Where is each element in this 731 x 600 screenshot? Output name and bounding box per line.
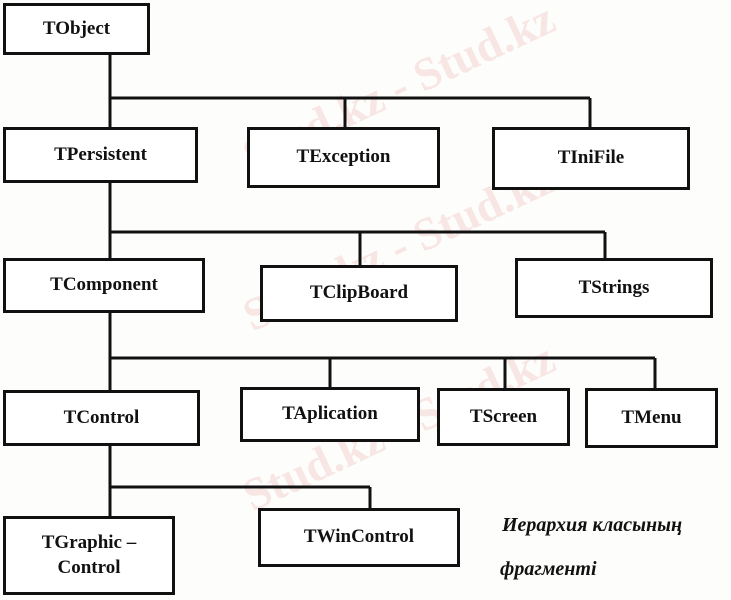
node-taplication: TAplication — [240, 387, 420, 442]
node-label: TGraphic – — [41, 531, 137, 553]
node-label: TIniFile — [557, 147, 625, 169]
node-twincontrol: TWinControl — [258, 508, 460, 567]
node-texception: TException — [247, 127, 440, 188]
node-label: TComponent — [50, 274, 158, 296]
connector-tcomponent — [108, 313, 657, 390]
node-label: TMenu — [621, 406, 682, 428]
node-label: TPersistent — [54, 143, 147, 165]
node-tgraphiccontrol: TGraphic – Control — [3, 516, 175, 595]
connector-tcontrol — [108, 446, 372, 516]
diagram-caption-line2: фрагменті — [500, 558, 597, 580]
node-tobject: TObject — [3, 3, 150, 55]
diagram-caption-line1: Иерархия класының — [502, 514, 683, 536]
node-tscreen: TScreen — [437, 388, 570, 446]
node-label: TWinControl — [303, 526, 415, 548]
node-label: TScreen — [469, 405, 538, 427]
node-tstrings: TStrings — [515, 258, 713, 318]
connector-tpersistent — [108, 183, 607, 265]
node-label: TException — [296, 146, 391, 168]
connector-tobject — [108, 55, 592, 127]
node-tmenu: TMenu — [585, 388, 718, 448]
node-tcomponent: TComponent — [3, 258, 205, 313]
node-tpersistent: TPersistent — [3, 127, 198, 183]
node-label: TStrings — [578, 276, 650, 298]
node-tclipboard: TClipBoard — [260, 265, 458, 322]
node-label: TObject — [42, 17, 111, 39]
node-label: TClipBoard — [309, 282, 409, 304]
node-label: TControl — [63, 406, 140, 428]
node-label: TAplication — [282, 403, 378, 425]
node-tcontrol: TControl — [3, 390, 200, 446]
node-label: Control — [57, 556, 121, 578]
node-tinifile: TIniFile — [492, 127, 690, 190]
